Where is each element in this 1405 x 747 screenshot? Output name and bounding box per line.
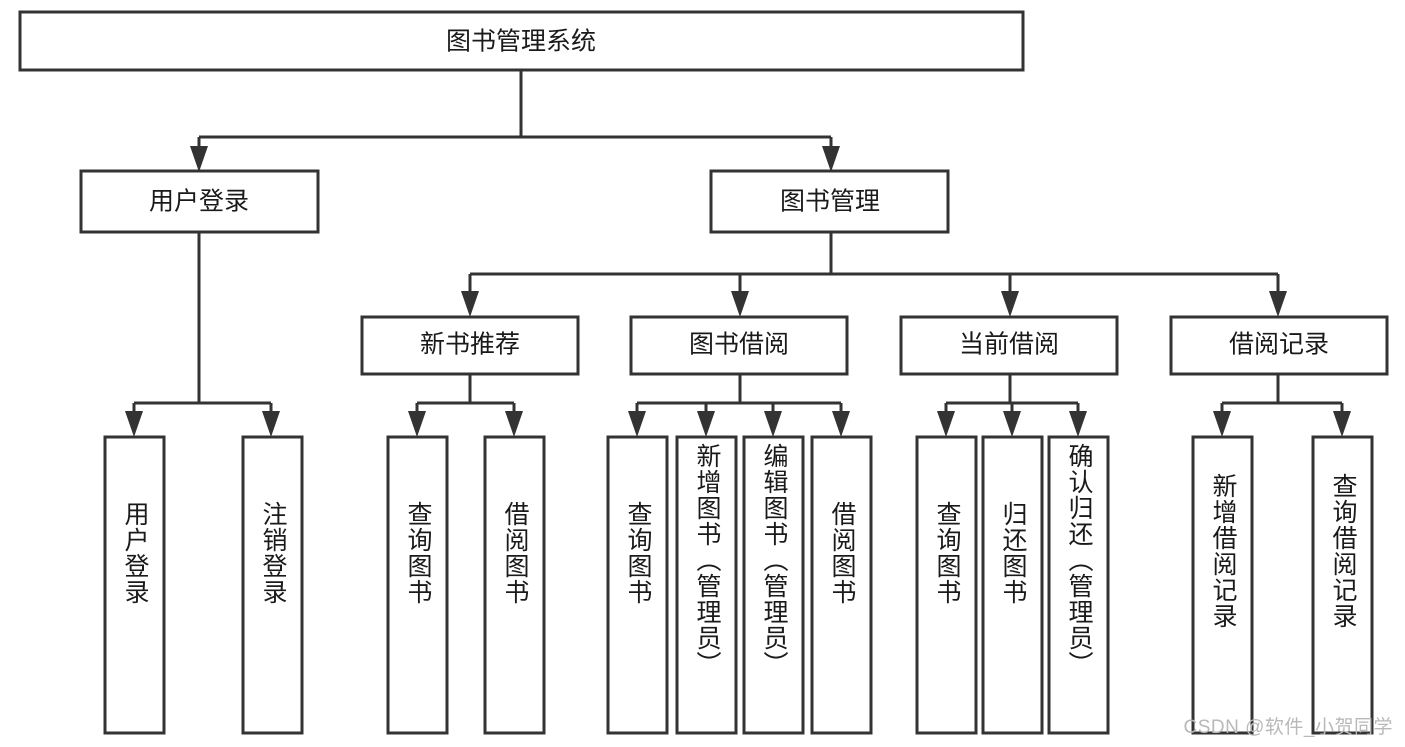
leaf-box-new-book-1[interactable]	[483, 435, 546, 735]
connector-borrow-records-trunk	[1220, 374, 1344, 416]
leaf-box-new-book-0[interactable]	[386, 435, 449, 735]
connector-book-borrow-trunk	[635, 374, 843, 420]
node-new-book-recommend[interactable]	[360, 315, 580, 376]
leaf-box-user-login-1[interactable]	[241, 435, 304, 735]
arrowhead-nb-leaf-2	[505, 411, 523, 437]
leaf-box-book-borrow-1[interactable]	[675, 435, 738, 735]
node-current-borrow[interactable]	[899, 315, 1119, 376]
node-new-book-recommend-label: 新书推荐	[420, 331, 520, 359]
arrowhead-cb-leaf-3	[1069, 411, 1087, 437]
connector-user-login-trunk	[132, 232, 273, 420]
node-user-login[interactable]	[79, 169, 320, 234]
arrowhead-cb-leaf-2	[1003, 411, 1021, 437]
arrowhead-to-book-borrow	[731, 291, 749, 317]
arrowhead-to-book-manage	[822, 146, 840, 172]
connector-book-manage-trunk	[468, 232, 1280, 300]
node-borrow-records-label: 借阅记录	[1229, 331, 1329, 359]
arrowhead-cb-leaf-1	[937, 411, 955, 437]
node-current-borrow-label: 当前借阅	[959, 331, 1059, 359]
arrowhead-to-leaf-logout	[262, 411, 280, 437]
arrowhead-bb-leaf-1	[628, 411, 646, 437]
arrowhead-bb-leaf-2	[697, 411, 715, 437]
node-book-management[interactable]	[709, 169, 950, 234]
arrowhead-br-leaf-2	[1333, 411, 1351, 437]
leaf-box-current-borrow-2[interactable]	[1047, 435, 1110, 735]
arrowhead-nb-leaf-1	[408, 411, 426, 437]
arrowhead-to-current-borrow	[1001, 291, 1019, 317]
arrowhead-bb-leaf-3	[764, 411, 782, 437]
leaf-box-book-borrow-3[interactable]	[810, 435, 873, 735]
leaf-box-borrow-records-0[interactable]	[1191, 435, 1254, 735]
leaf-box-current-borrow-1[interactable]	[981, 435, 1044, 735]
node-book-management-label: 图书管理	[780, 188, 880, 216]
arrowhead-bb-leaf-4	[832, 411, 850, 437]
node-book-borrow[interactable]	[629, 315, 849, 376]
arrowhead-br-leaf-1	[1213, 411, 1231, 437]
leaf-box-user-login-0[interactable]	[103, 435, 166, 735]
leaf-box-current-borrow-0[interactable]	[915, 435, 978, 735]
leaf-box-book-borrow-2[interactable]	[742, 435, 805, 735]
node-borrow-records[interactable]	[1169, 315, 1389, 376]
connector-root-trunk	[197, 70, 833, 157]
arrowhead-to-borrow-records	[1269, 291, 1287, 317]
arrowhead-to-new-book	[461, 291, 479, 317]
leaf-box-borrow-records-1[interactable]	[1311, 435, 1374, 735]
node-root-book-management-system[interactable]	[18, 10, 1025, 72]
node-user-login-label: 用户登录	[149, 188, 249, 216]
node-root-label: 图书管理系统	[446, 28, 596, 56]
connector-new-book-trunk	[415, 374, 516, 420]
leaf-box-book-borrow-0[interactable]	[606, 435, 669, 735]
arrowhead-to-leaf-user-login	[125, 411, 143, 437]
arrowhead-to-user-login	[190, 146, 208, 172]
node-book-borrow-label: 图书借阅	[689, 331, 789, 359]
